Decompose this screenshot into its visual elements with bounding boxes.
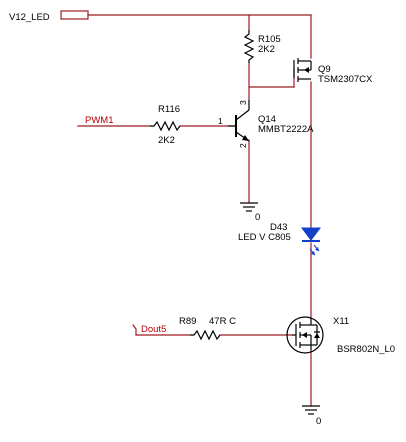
q14-pin-emitter: 2 [238, 143, 248, 148]
r116-resistor: R116 2K2 [150, 104, 181, 146]
r89-ref: R89 [179, 316, 196, 327]
r105-ref: R105 [258, 34, 281, 45]
q14-emitter-arrow [242, 135, 249, 141]
dout5-port: Dout5 [132, 324, 166, 336]
q14-pin-collector: 3 [238, 100, 248, 105]
ground-symbol-2: 0 [302, 405, 321, 427]
q9-value: TSM2307CX [318, 74, 373, 85]
q14-collector [235, 109, 250, 121]
x11-body-circle [286, 316, 324, 354]
r89-zigzag [190, 329, 221, 341]
q9-arrow [304, 67, 309, 73]
r105-zigzag [243, 30, 255, 63]
d43-value: LED V C805 [238, 232, 291, 243]
pwm1-label: PWM1 [85, 115, 114, 126]
d43-ref: D43 [270, 222, 287, 233]
x11-ref: X11 [333, 316, 349, 327]
q14-npn: 1 3 2 Q14 MMBT2222A [218, 100, 314, 148]
r105-value: 2K2 [258, 44, 275, 55]
r89-value: 47R C [209, 316, 236, 327]
q9-ref: Q9 [318, 64, 331, 75]
v12-led-port-box [60, 10, 89, 20]
v12-led-port: V12_LED [9, 10, 89, 23]
q14-pin-base: 1 [218, 116, 223, 126]
r116-zigzag [150, 120, 181, 132]
x11-value: BSR802N_L0 [337, 344, 395, 355]
ground-symbol-1: 0 [240, 202, 260, 223]
r105-resistor: R105 2K2 [243, 30, 281, 63]
gnd1-label: 0 [255, 212, 260, 223]
x11-diode-tri [314, 333, 320, 338]
dout5-port-arrow [132, 324, 137, 336]
d43-triangle [301, 227, 321, 241]
dout5-label: Dout5 [141, 324, 166, 335]
x11-nmos: X11 BSR802N_L0 [286, 316, 395, 355]
q14-ref: Q14 [258, 114, 276, 125]
gnd2-label: 0 [316, 416, 321, 427]
r89-resistor: R89 47R C [179, 316, 236, 341]
v12-led-label: V12_LED [9, 12, 50, 23]
d43-led: D43 LED V C805 [238, 222, 321, 256]
q14-value: MMBT2222A [258, 124, 314, 135]
wires [77, 14, 312, 407]
d43-ray-2-head [311, 251, 315, 255]
r116-value: 2K2 [158, 135, 175, 146]
x11-arrow [302, 332, 307, 338]
d43-ray-1-head [315, 247, 319, 251]
q9-pmos: Q9 TSM2307CX [293, 58, 373, 85]
r116-ref: R116 [158, 104, 180, 115]
